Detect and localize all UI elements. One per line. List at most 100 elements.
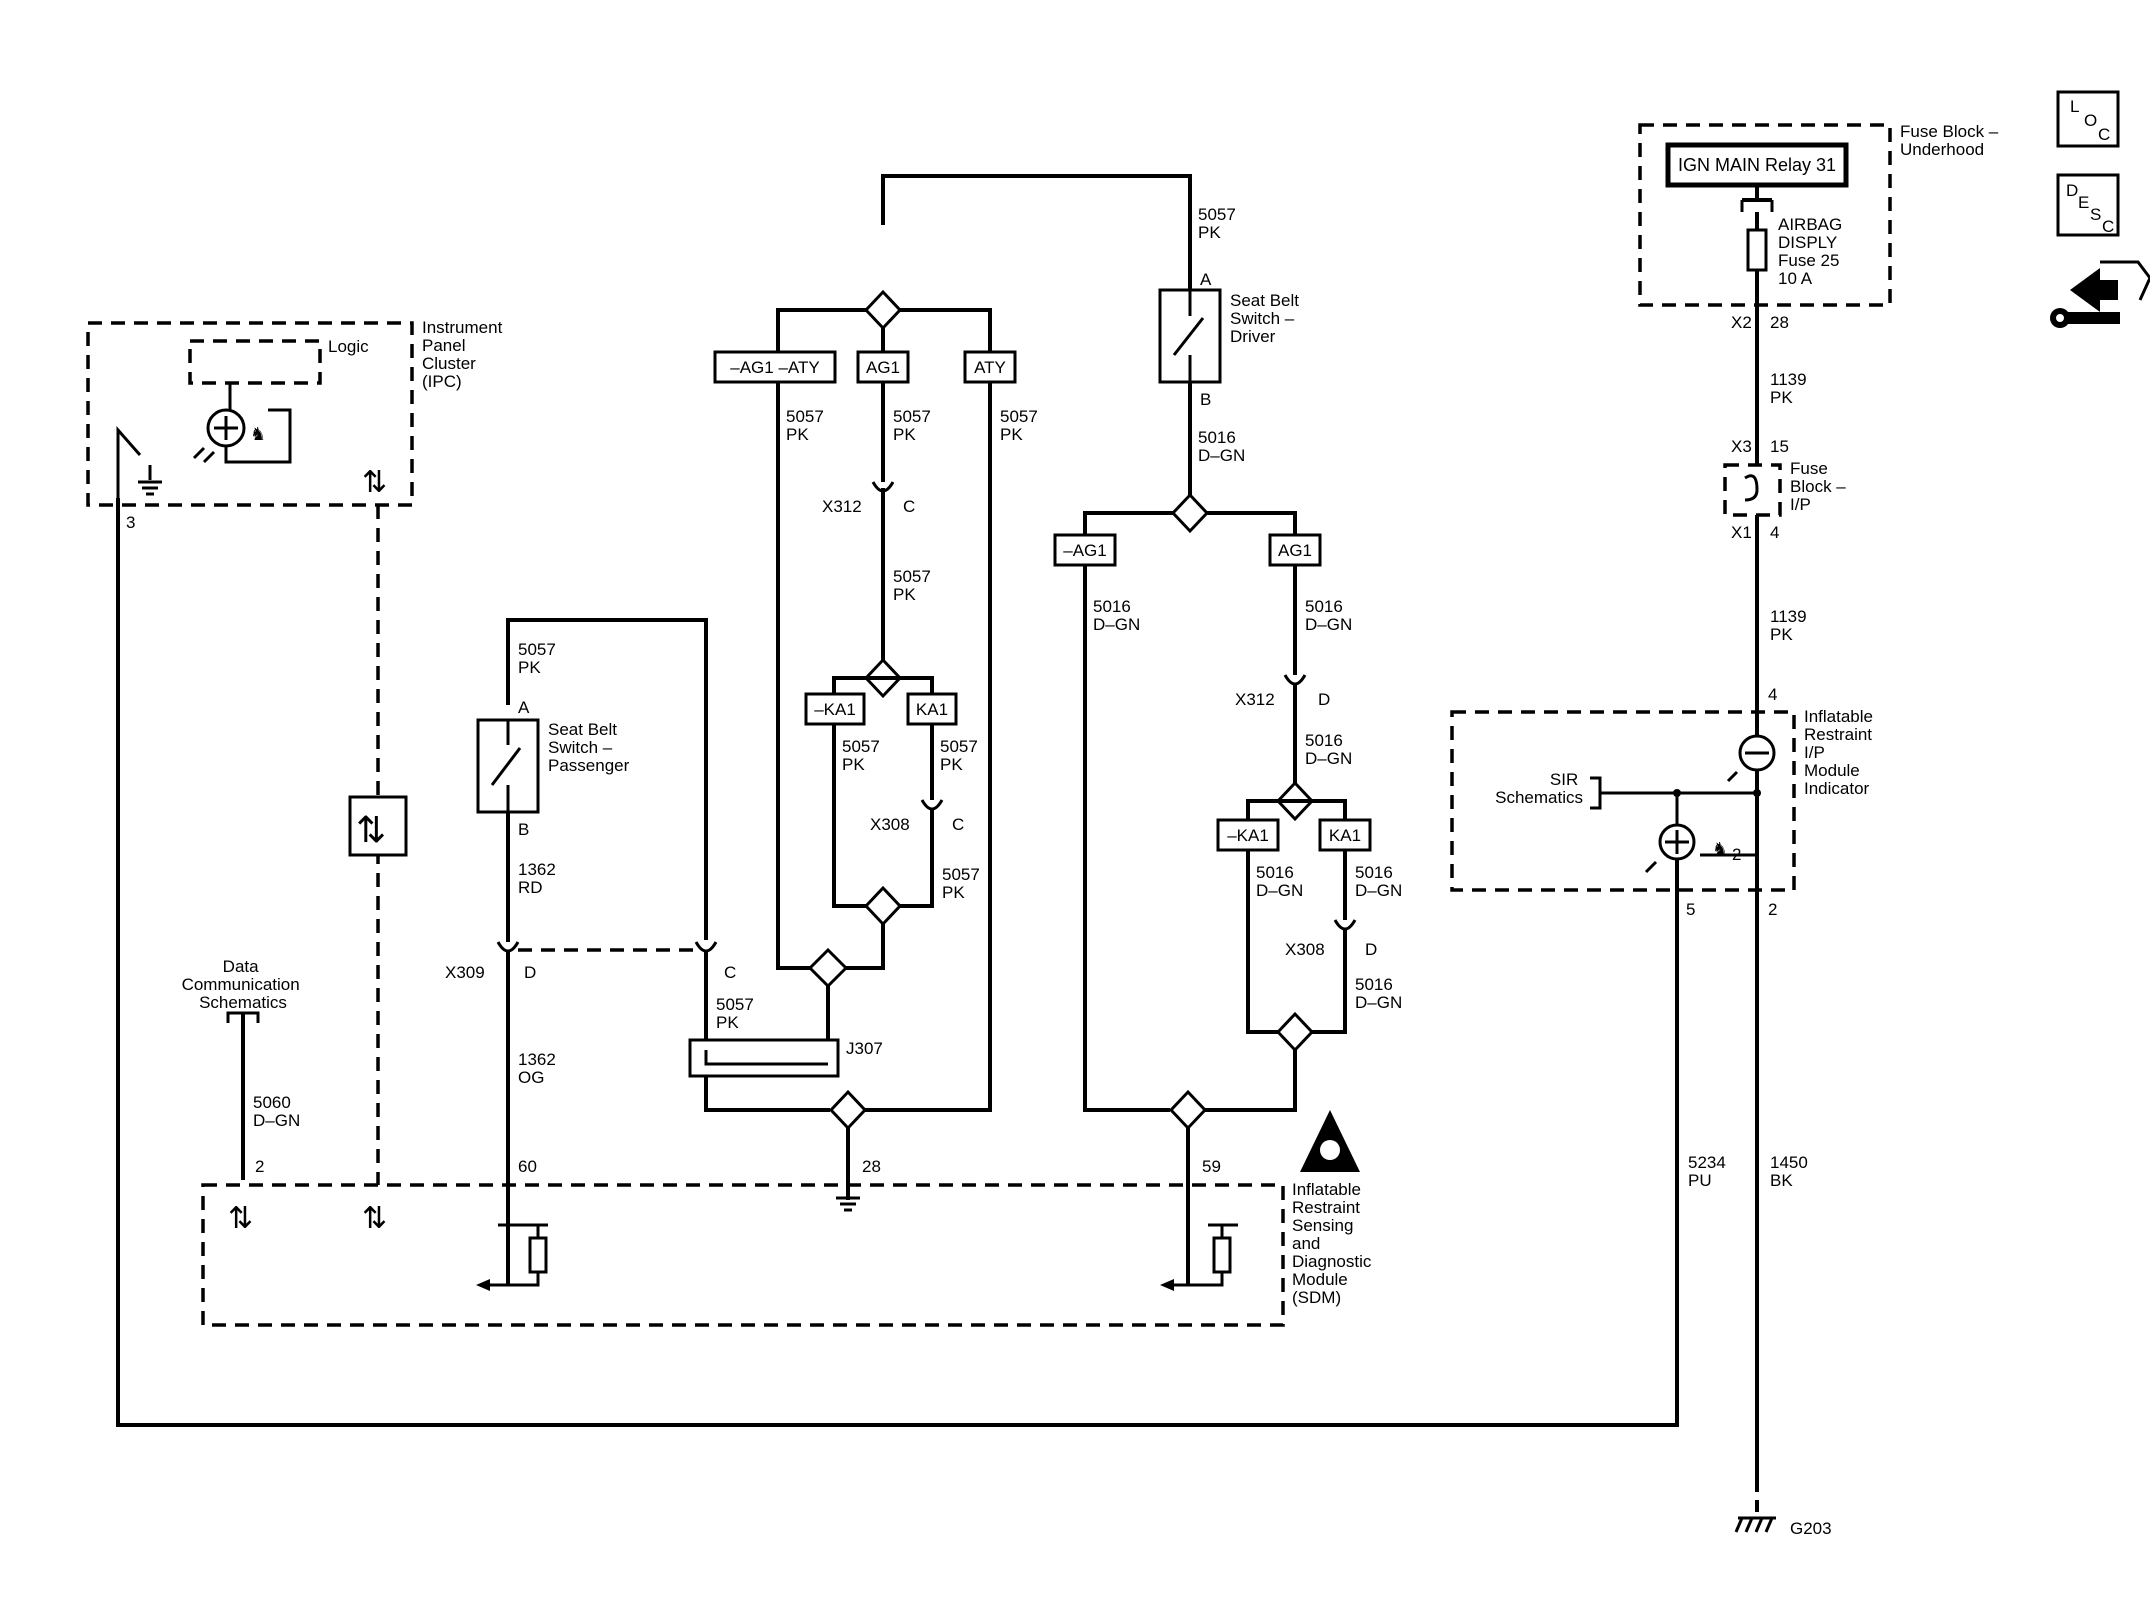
desc-nav-button[interactable]: D E S C [2056,173,2120,237]
serial-data-arrows-icon: ⇅ [356,809,386,850]
wire-5016-b-label: 5016 D–GN [1305,597,1352,634]
opt-ag1-label: AG1 [866,358,900,377]
ipc-pin-3: 3 [126,513,135,532]
x308-c-pin: C [952,815,964,834]
wire-5234-label: 5234 PU [1688,1153,1731,1190]
data-comm: Data Communication Schematics 5060 D–GN … [182,957,305,1180]
opt-box-ka1-left [906,692,958,726]
loc-button-frame[interactable] [2056,90,2120,148]
loc-nav-button[interactable]: L O C [2056,90,2120,148]
pass-pin-b: B [518,820,529,839]
sir-schematics-label: SIR Schematics [1495,770,1583,807]
desc-letter-c: C [2102,217,2114,236]
loc-letter-l: L [2070,97,2079,116]
ipc-seatbelt-icon: ♞ [250,424,266,444]
desc-letter-s: S [2090,205,2101,224]
opt-ka1-neg-right-label: –KA1 [1227,826,1269,845]
wire-5060-label: 5060 D–GN [253,1093,300,1130]
wire-5234-lamp [116,498,1679,1427]
splice-diamond-sdm59 [1168,1089,1208,1131]
wire-5016-d-label: 5016 D–GN [1256,863,1303,900]
ir-indicator-boundary [1450,710,1796,892]
loc-letter-o: O [2084,111,2097,130]
x312-c-pin: C [903,497,915,516]
splice-pack-j307 [688,1038,840,1078]
sdm-resistor-left-icon [476,1223,548,1291]
x312-c-label: X312 [822,497,862,516]
x1-pin: 4 [1770,523,1779,542]
data-comm-label: Data Communication Schematics [182,957,305,1012]
opt-box-ka1-neg-right [1216,818,1280,852]
desc-letter-d: D [2066,181,2078,200]
x308-c-connector-icon [920,799,944,811]
x309-d-pin: D [524,963,536,982]
seat-belt-switch-passenger: A B Seat Belt Switch – Passenger [476,698,630,839]
ipc-module: Logic ♞ 3 Instrument Panel Cluster (IPC)… [86,318,503,532]
x309-d-connector-icon [496,941,520,953]
opt-ag1-aty-neg-label: –AG1 –ATY [730,358,819,377]
opt-box-ag1-aty-neg [713,350,837,384]
wire-5057-a-label: 5057 PK [786,407,829,444]
x309-c-connector-icon [694,941,718,953]
ind-pin-5: 5 [1686,900,1695,919]
opt-ag1-right-label: AG1 [1278,541,1312,560]
x309-label: X309 [445,963,485,982]
pass-pin-a: A [518,698,530,717]
desc-button-frame[interactable] [2056,173,2120,237]
sdm-pin-2: 2 [255,1157,264,1176]
sdm-pin-28: 28 [862,1157,881,1176]
airbag-fuse-icon [1746,228,1768,272]
sdm-module: ⇅ ⇅ Inflatable Restraint Sensing and [201,1110,1376,1327]
sdm-boundary [201,1183,1285,1327]
serial-data-box [348,795,408,857]
x308-d-connector-icon [1333,919,1357,931]
x3-label: X3 [1731,437,1752,456]
sdm-pin-59: 59 [1202,1157,1221,1176]
sdm-resistor-right-icon [1160,1223,1238,1291]
wire-5057-top [881,174,1192,290]
sdm-pin-60: 60 [518,1157,537,1176]
wire-5016-e-label: 5016 D–GN [1355,863,1402,900]
desc-letter-e: E [2078,193,2089,212]
opt-ka1-neg-left-label: –KA1 [814,700,856,719]
splice-diamond-sdm28 [828,1089,868,1131]
x2-pin: 28 [1770,313,1789,332]
fuse-ip-label: Fuse Block – I/P [1790,459,1850,514]
x308-d-pin: D [1365,940,1377,959]
fuse-underhood-boundary [1638,123,1892,307]
j307-label: J307 [846,1039,883,1058]
wire-1450-label: 1450 BK [1770,1153,1813,1190]
fuse-ip-jumper-icon [1744,474,1759,502]
ind-pin-4: 4 [1768,685,1777,704]
opt-aty-label: ATY [974,358,1006,377]
wire-5057-h-label: 5057 PK [716,995,759,1032]
wire-1139-a-label: 1139 PK [1770,370,1811,407]
connector-repair-icon[interactable] [2050,260,2150,328]
opt-box-ka1-right [1318,818,1372,852]
driver-switch-contact-icon [1172,317,1205,356]
wire-5057-top-label: 5057 PK [1198,205,1241,242]
sdm-comm-arrows-icon: ⇅ [228,1202,253,1235]
wire-5016-a-label: 5016 D–GN [1093,597,1140,634]
sdm-label: Inflatable Restraint Sensing and Diagnos… [1292,1180,1376,1307]
splice-diamond-top [863,289,903,331]
x1-label: X1 [1731,523,1752,542]
x312-d-label: X312 [1235,690,1275,709]
ipc-comm-arrows-icon: ⇅ [362,466,387,499]
wire-5016-c-label: 5016 D–GN [1305,731,1352,768]
ir-indicator-label: Inflatable Restraint I/P Module Indicato… [1804,707,1878,798]
x309-c-pin: C [724,963,736,982]
wire-5057-e-label: 5057 PK [940,737,983,774]
g203-label: G203 [1790,1519,1832,1538]
fuse-ip-boundary [1723,463,1782,517]
wire-1139-b-label: 1139 PK [1770,607,1811,644]
ipc-logic-label: Logic [328,337,369,356]
wire-5057-c-label: 5057 PK [893,567,936,604]
ipc-logic-box [188,339,322,385]
pass-switch-contact-icon [490,747,522,786]
ipc-switch-icon [116,426,142,498]
opt-ka1-left-label: KA1 [916,700,948,719]
loc-letter-c: C [2098,125,2110,144]
